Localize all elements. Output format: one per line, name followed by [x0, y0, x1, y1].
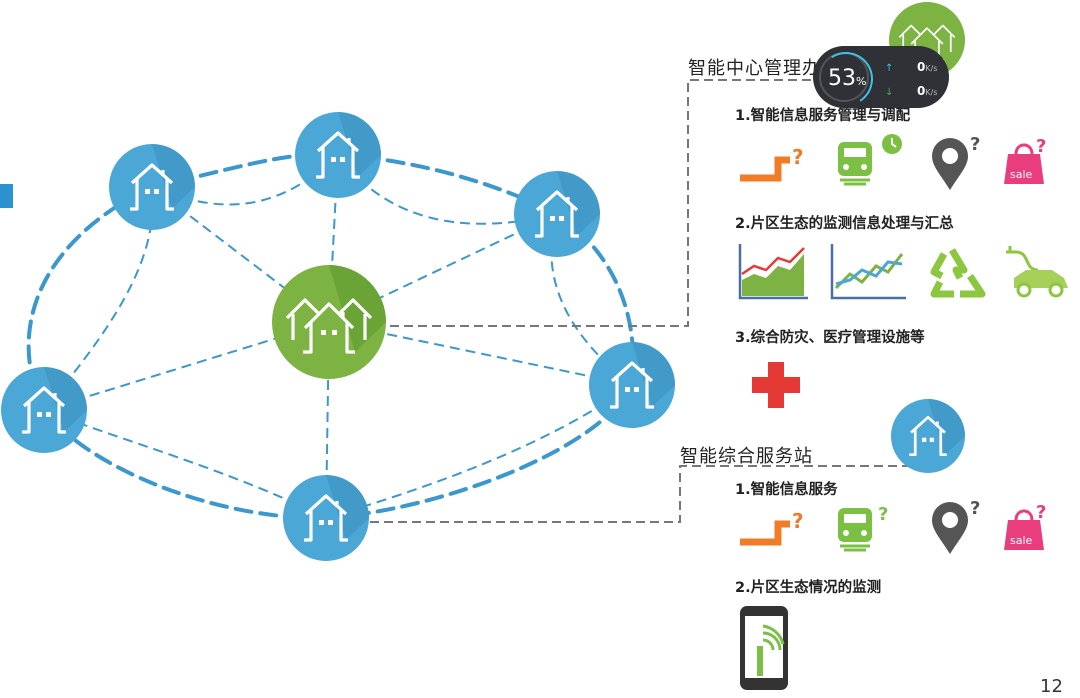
svg-text:?: ?: [970, 134, 980, 155]
train-clock-icon: [838, 134, 902, 186]
network-speed-widget[interactable]: 53% ↑0K/s ↓0K/s: [813, 46, 949, 112]
svg-text:?: ?: [1036, 136, 1046, 157]
upload-arrow-icon: ↑: [885, 63, 894, 74]
elevator-help-icon: ?: [740, 145, 804, 182]
train-help-icon-station: ?: [838, 504, 888, 552]
medical-cross-icon: [752, 362, 800, 408]
electric-car-icon: [1006, 246, 1068, 298]
svg-text:?: ?: [792, 145, 804, 169]
center-office-item-3: 3.综合防灾、医疗管理设施等: [735, 330, 925, 346]
house-node-top-left: [109, 144, 195, 230]
recycle-icon: [930, 248, 986, 298]
house-node-right: [589, 342, 675, 428]
service-station-node: [891, 399, 965, 473]
house-node-top-center: [295, 112, 381, 198]
sale-bag-help-icon-station: sale ?: [1004, 502, 1046, 550]
svg-text:sale: sale: [1010, 168, 1033, 181]
smartphone-signal-icon: [740, 606, 788, 690]
location-pin-help-icon: ?: [932, 134, 980, 190]
area-chart-icon: [738, 244, 808, 300]
service-station-title: 智能综合服务站: [680, 446, 813, 467]
svg-text:?: ?: [970, 498, 980, 519]
service-station-item-2: 2.片区生态情况的监测: [735, 580, 882, 596]
usage-ring: [813, 46, 879, 112]
upload-speed: ↑0K/s: [885, 60, 938, 74]
left-edge-accent-bar: [0, 184, 13, 208]
svg-text:?: ?: [792, 509, 804, 533]
usage-percent: 53%: [828, 66, 867, 91]
center-office-item-1: 1.智能信息服务管理与调配: [735, 108, 911, 124]
house-node-bottom: [283, 475, 369, 561]
service-station-item-1: 1.智能信息服务: [735, 482, 838, 498]
center-office-item-2: 2.片区生态的监测信息处理与汇总: [735, 216, 954, 232]
page-number: 12: [1040, 676, 1063, 697]
download-speed: ↓0K/s: [885, 84, 938, 98]
svg-text:?: ?: [878, 504, 888, 525]
location-pin-help-icon-station: ?: [932, 498, 980, 554]
line-chart-icon: [830, 244, 906, 300]
svg-text:sale: sale: [1010, 534, 1033, 547]
callout-leader-lines: [370, 79, 920, 523]
svg-text:?: ?: [1036, 502, 1046, 523]
download-arrow-icon: ↓: [885, 87, 894, 98]
center-hub-node: [272, 265, 386, 379]
house-node-left: [1, 367, 87, 453]
house-cluster-icon: [285, 298, 373, 354]
elevator-help-icon-station: ?: [740, 509, 804, 546]
sale-bag-help-icon: sale ?: [1004, 136, 1046, 184]
house-node-top-right: [514, 171, 600, 257]
